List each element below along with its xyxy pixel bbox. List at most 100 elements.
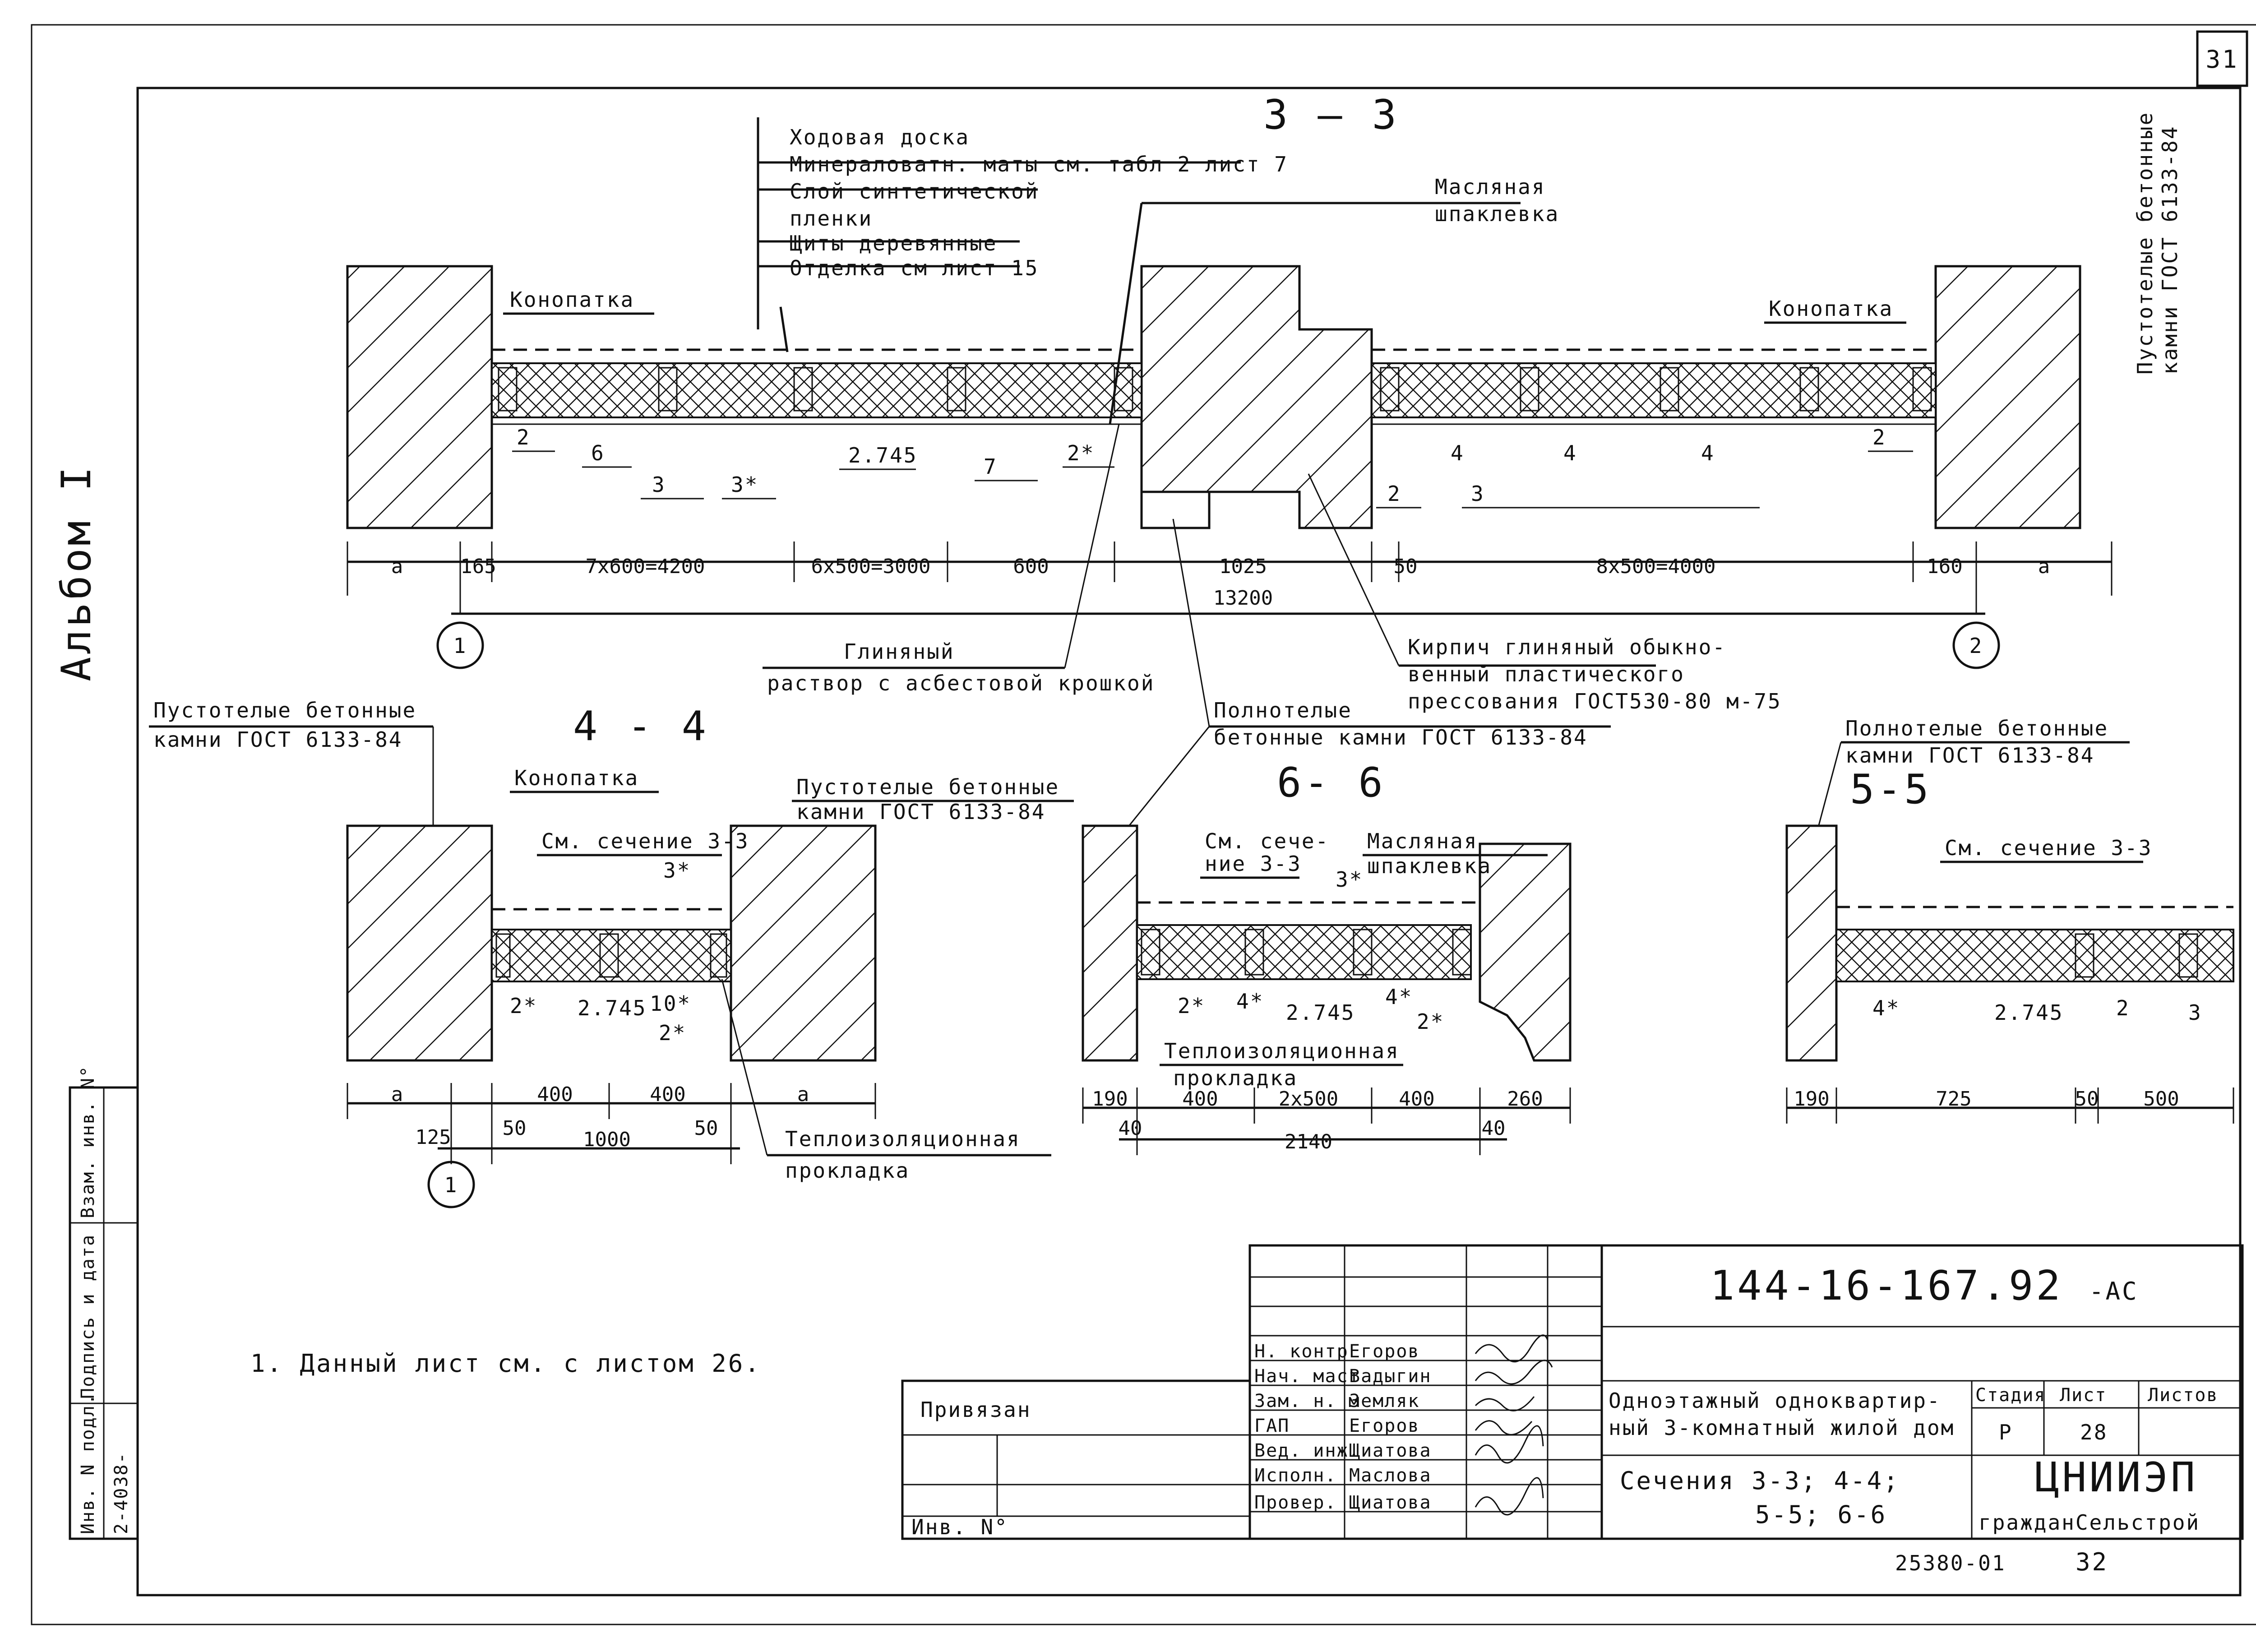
insulation-pad-1: Теплоизоляционная (785, 1127, 1021, 1151)
name: Маслова (1349, 1465, 1432, 1486)
callout: 2.745 (1286, 1000, 1355, 1025)
wall (730, 824, 877, 1062)
dim: 400 (650, 1083, 685, 1106)
dim: 8x500=4000 (1596, 555, 1716, 578)
org-sub: гражданСельстрой (1979, 1510, 2200, 1535)
callout: 2.745 (1994, 1000, 2063, 1025)
axis: 1 (444, 1173, 458, 1197)
callout: 6 (591, 441, 605, 465)
signatures (1475, 1334, 1553, 1516)
floor-panel (1835, 929, 2234, 982)
callout: 2* (659, 1021, 686, 1045)
dim: 260 (1507, 1087, 1543, 1111)
insulation-pad-2: прокладка (1173, 1066, 1298, 1090)
callout: 4 (1701, 441, 1715, 465)
callout: 2* (1178, 994, 1205, 1018)
dim: 40 (1119, 1117, 1142, 1140)
layer-label-2: Минераловатн. маты см. табл 2 лист 7 (790, 152, 1288, 176)
solid-stones-2: камни ГОСТ 6133-84 (1845, 743, 2095, 768)
floor-panel (1136, 924, 1472, 980)
stamp-label-3: Взам. инв. N° (78, 1065, 98, 1218)
role: Провер. (1254, 1492, 1337, 1513)
callout: 2.745 (848, 443, 917, 467)
axis-1: 1 (453, 634, 467, 658)
name: Вадыгин (1349, 1366, 1432, 1387)
callout: 3 (1471, 481, 1485, 506)
role: Нач. маст (1254, 1366, 1360, 1387)
dim: a (797, 1083, 809, 1106)
dim: 725 (1936, 1087, 1971, 1111)
callout: 2 (1872, 425, 1886, 449)
dim: 1000 (583, 1128, 631, 1151)
hollow-stones-left-1: Пустотелые бетонные (153, 698, 416, 722)
name: Щиатова (1349, 1492, 1432, 1513)
callout: 2 (2116, 996, 2130, 1020)
axis-2: 2 (1969, 634, 1983, 658)
callout: 3 (2188, 1000, 2202, 1025)
stamp-label-2: Подпись и дата (78, 1234, 98, 1399)
role: Вед. инж. (1254, 1440, 1360, 1461)
org-name: ЦНИИЭП (2035, 1454, 2198, 1501)
section-5-5-title: 5-5 (1850, 766, 1932, 813)
callout: 10* (650, 991, 691, 1016)
floor-panel-right (1371, 362, 1937, 418)
layer-label-4: пленки (790, 206, 873, 231)
stage-label: Стадия (1975, 1385, 2046, 1406)
callout: 4* (1872, 996, 1900, 1020)
oil-putty-label-2: шпаклевка (1435, 202, 1559, 226)
section-6-6: 6- 6 См. сече- ние 3-3 Масляная шпаклевк… (1082, 759, 1572, 1155)
callout: 3 (652, 472, 666, 497)
dim: 400 (1399, 1087, 1434, 1111)
section-4-4: 4 - 4 Конопатка См. сечение 3-3 Пустотел… (346, 703, 1074, 1208)
doc-suffix: -АС (2089, 1277, 2139, 1305)
bottom-page: 32 (2076, 1548, 2108, 1576)
sheet-title-2: 5-5; 6-6 (1755, 1500, 1887, 1529)
total-dim: 13200 (1213, 587, 1273, 610)
layer-label-1: Ходовая доска (790, 125, 970, 149)
oil-putty-1: Масляная (1367, 829, 1478, 853)
axis-marker (427, 1161, 475, 1208)
callout: 4 (1563, 441, 1577, 465)
outer-border (31, 24, 2256, 1625)
dim: 160 (1927, 555, 1962, 578)
stage-value: Р (1999, 1420, 2013, 1444)
section-3-3: 3 — 3 Ходовая доска Минераловатн (346, 91, 2182, 669)
layer-label-5: Щиты деревянные (790, 231, 997, 255)
role: Зам. н. м (1254, 1391, 1360, 1411)
brick-wall (1479, 842, 1572, 1062)
wall (1082, 824, 1138, 1062)
role: ГАП (1254, 1416, 1290, 1436)
wall (346, 824, 493, 1062)
callout: 3* (731, 472, 758, 497)
role: Исполн. (1254, 1465, 1337, 1486)
sheet-number: 31 (2205, 45, 2238, 74)
title-block: Н. контр Егоров Нач. маст Вадыгин Зам. н… (1248, 1244, 2244, 1540)
brick-1: Кирпич глиняный обыкно- (1408, 635, 1726, 659)
dim: a (2038, 555, 2050, 578)
dim: 7x600=4200 (586, 555, 705, 578)
clay-mortar-2: раствор с асбестовой крошкой (767, 671, 1155, 695)
callout: 2* (1417, 1009, 1444, 1034)
callout: 2* (510, 994, 537, 1018)
inv-value: 2-4038- (111, 1452, 132, 1534)
hollow-stones-right-2: камни ГОСТ 6133-84 (2158, 125, 2182, 375)
sheets-label: Листов (2148, 1385, 2219, 1406)
wall (1785, 824, 1838, 1062)
brick-3: прессования ГОСТ530-80 м-75 (1408, 689, 1782, 713)
role: Н. контр (1254, 1341, 1349, 1362)
dim: a (391, 1083, 403, 1106)
callout: 3* (663, 858, 691, 883)
section-3-3-title: 3 — 3 (1263, 91, 1399, 139)
dim: 165 (460, 555, 496, 578)
dim: 190 (1794, 1087, 1829, 1111)
layer-label-3: Слой синтетической (790, 179, 1039, 204)
dim: 6x500=3000 (811, 555, 931, 578)
oil-putty-2: шпаклевка (1367, 854, 1492, 878)
dim: 40 (1482, 1117, 1506, 1140)
wall-left (346, 265, 493, 529)
callout: 4* (1385, 985, 1413, 1009)
see-section: См. сечение 3-3 (1945, 836, 2152, 860)
section-5-5: 5-5 Полнотелые бетонные камни ГОСТ 6133-… (1785, 716, 2234, 1124)
floor-panel-left (491, 362, 1142, 418)
attached-label: Привязан (920, 1397, 1031, 1422)
